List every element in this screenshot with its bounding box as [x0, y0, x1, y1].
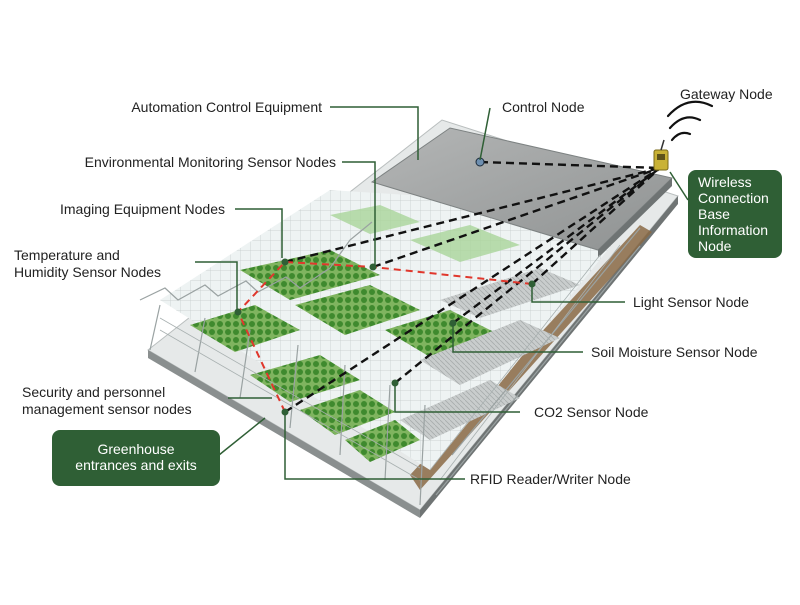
label-temp-humidity: Temperature and Humidity Sensor Nodes — [14, 247, 161, 281]
plant-bed — [190, 305, 300, 352]
leader-entrance — [218, 417, 266, 456]
label-soil-moisture: Soil Moisture Sensor Node — [591, 344, 758, 360]
label-imaging-equipment: Imaging Equipment Nodes — [60, 201, 225, 217]
wireless-signal-icon — [666, 100, 714, 142]
wireless-box-line: Wireless — [698, 174, 752, 190]
entrance-box-line: Greenhouse — [97, 441, 175, 457]
leader-temp — [195, 261, 238, 310]
entrance-exit-box: Greenhouse entrances and exits — [52, 430, 220, 486]
soil-strip — [410, 225, 652, 490]
temp-node-marker — [281, 258, 289, 266]
label-automation-control: Automation Control Equipment — [131, 99, 322, 115]
label-environmental-monitoring: Environmental Monitoring Sensor Nodes — [84, 154, 336, 170]
gateway-device-icon — [653, 139, 669, 171]
plant-bed — [295, 285, 420, 335]
leader-soil — [452, 325, 583, 353]
wireless-links — [284, 160, 661, 414]
light-node-marker — [528, 280, 536, 288]
plant-bed — [240, 250, 380, 300]
plant-bed — [410, 225, 520, 262]
wireless-box-line: Base — [698, 206, 730, 222]
link-light-gateway — [531, 167, 661, 285]
plant-bed — [345, 420, 420, 462]
label-light-sensor: Light Sensor Node — [633, 294, 749, 310]
label-rfid: RFID Reader/Writer Node — [470, 471, 631, 487]
entrance-box-line: entrances and exits — [75, 457, 197, 473]
security-node-marker — [281, 408, 289, 416]
wireless-box-line: Information — [698, 222, 769, 238]
leader-control — [479, 107, 491, 161]
soil-node-marker — [449, 319, 457, 327]
leader-imaging — [235, 208, 283, 258]
wireless-box-line: Node — [698, 238, 732, 254]
label-control-node: Control Node — [502, 99, 585, 115]
label-temp-humidity-line2: Humidity Sensor Nodes — [14, 264, 162, 280]
side-windows — [159, 244, 621, 481]
greenhouse-structure — [139, 119, 679, 518]
label-security-line1: Security and personnel — [22, 384, 166, 400]
label-security: Security and personnel management sensor… — [22, 384, 192, 418]
label-security-line2: management sensor nodes — [22, 401, 192, 417]
link-security-gateway — [284, 166, 661, 414]
wired-links — [236, 260, 533, 413]
label-temp-humidity-line1: Temperature and — [14, 247, 120, 263]
imaging-node-marker — [234, 308, 242, 316]
leader-lines — [195, 106, 689, 480]
leader-wireless — [669, 171, 689, 201]
leader-env — [342, 161, 376, 266]
leader-rfid — [284, 414, 465, 480]
link-control-gateway — [479, 160, 661, 170]
link-soil-gateway — [452, 167, 661, 324]
wired-loop — [236, 260, 533, 413]
roof-ridges — [139, 221, 641, 506]
leader-co2 — [394, 385, 520, 413]
link-co2-gateway — [394, 167, 661, 384]
label-gateway-node: Gateway Node — [680, 86, 773, 102]
leader-light — [531, 286, 625, 303]
co2-node-marker — [391, 379, 399, 387]
base-front-wall — [148, 350, 420, 518]
wireless-box-line: Connection — [698, 190, 769, 206]
link-env-gateway — [372, 166, 661, 269]
leader-automation — [330, 106, 419, 160]
plant-bed — [300, 390, 395, 435]
wireless-connection-box: Wireless Connection Base Information Nod… — [688, 170, 782, 258]
grating-area — [400, 380, 520, 440]
label-co2-sensor: CO2 Sensor Node — [534, 404, 649, 420]
plant-bed — [250, 355, 360, 402]
roof-edge — [598, 178, 672, 258]
